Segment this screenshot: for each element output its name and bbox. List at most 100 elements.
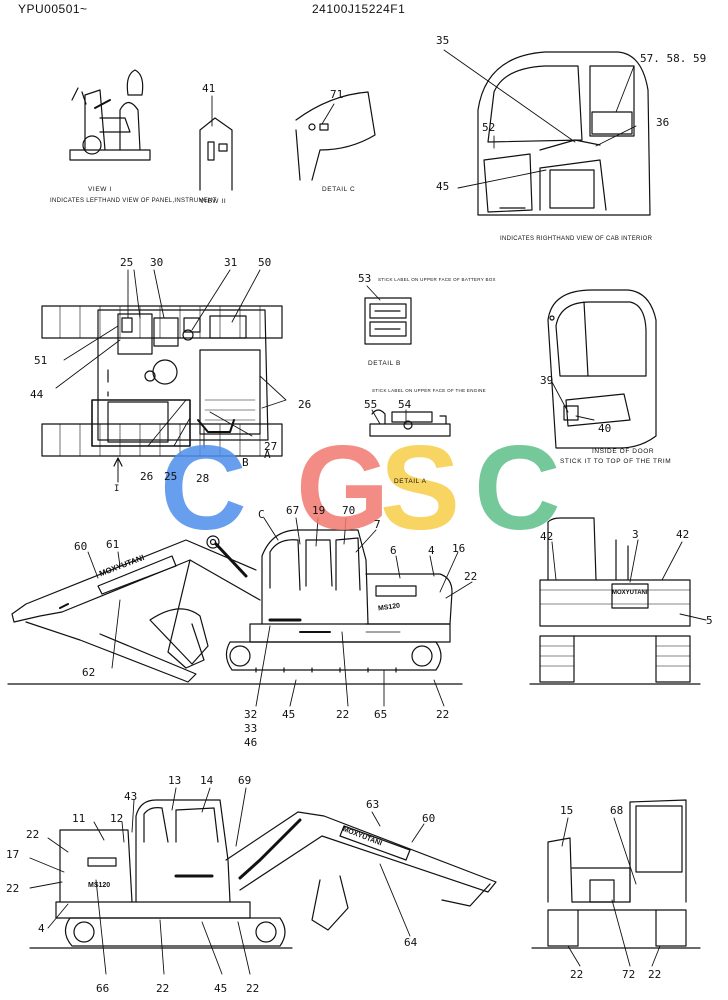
caption-cab-interior: INDICATES RIGHTHAND VIEW OF CAB INTERIOR <box>500 236 653 242</box>
callout-42: 42 <box>540 530 554 543</box>
view-two-drawing <box>199 117 233 191</box>
callout-64: 64 <box>404 936 418 949</box>
callout-6: 6 <box>390 544 397 557</box>
callout-14: 14 <box>200 774 214 787</box>
caption-detail-b: DETAIL B <box>368 360 401 367</box>
callout-43: 43 <box>124 790 138 803</box>
callout-22: 22 <box>26 828 40 841</box>
left-side-excavator-drawing <box>7 529 463 685</box>
callout-32: 32 <box>244 708 258 721</box>
callout-22: 22 <box>6 882 20 895</box>
callout-27: 27 <box>264 440 278 453</box>
callout-45: 45 <box>214 982 228 995</box>
callout-26: 26 <box>298 398 312 411</box>
callout-36: 36 <box>656 116 670 129</box>
detail-a-drawing <box>369 409 451 437</box>
callout-60: 60 <box>422 812 436 825</box>
callout-71: 71 <box>330 88 344 101</box>
callout-52: 52 <box>482 121 496 134</box>
callout-28: 28 <box>196 472 210 485</box>
callout-4: 4 <box>38 922 45 935</box>
caption-view1: VIEW I <box>88 186 112 193</box>
caption-detail-a-note: STICK LABEL ON UPPER FACE OF THE ENGINE <box>372 388 486 393</box>
callout-45: 45 <box>282 708 296 721</box>
callout-65: 65 <box>374 708 388 721</box>
watermark-letter-c1: C <box>160 421 247 555</box>
caption-door-line2: STICK IT TO TOP OF THE TRIM <box>560 458 672 465</box>
callout-50: 50 <box>258 256 272 269</box>
caption-detail-a: DETAIL A <box>394 478 427 485</box>
callout-51: 51 <box>34 354 48 367</box>
cab-interior-drawing <box>477 51 651 216</box>
front-view-drawing <box>531 799 701 949</box>
caption-view1-sub: INDICATES LEFTHAND VIEW OF PANEL,INSTRUM… <box>50 198 217 204</box>
rear-view-drawing <box>529 517 701 685</box>
callout-69: 69 <box>238 774 252 787</box>
leader-lines <box>29 49 707 975</box>
callout-62: 62 <box>82 666 96 679</box>
callout-16: 16 <box>452 542 466 555</box>
callout-25: 25 <box>120 256 134 269</box>
callout-C: C <box>258 508 265 521</box>
watermark-letter-c2: C <box>474 421 561 555</box>
callout-17: 17 <box>6 848 20 861</box>
callout-B: B <box>242 456 249 469</box>
watermark-letter-s: S <box>380 421 461 555</box>
right-side-excavator-drawing <box>29 799 497 949</box>
caption-detail-c: DETAIL C <box>322 186 356 193</box>
callout-57-58-59: 57. 58. 59 <box>640 52 707 65</box>
callout-31: 31 <box>224 256 238 269</box>
callout-33: 33 <box>244 722 258 735</box>
callout-A: A <box>264 448 271 461</box>
callout-35: 35 <box>436 34 450 47</box>
callout-11: 11 <box>72 812 86 825</box>
callout-19: 19 <box>312 504 326 517</box>
callout-70: 70 <box>342 504 356 517</box>
header-center-code: 24100J15224F1 <box>312 2 406 16</box>
callout-30: 30 <box>150 256 164 269</box>
caption-view2: VIEW II <box>200 198 227 205</box>
right-model-label: MS120 <box>88 882 111 889</box>
callout-53: 53 <box>358 272 372 285</box>
caption-detail-b-note: STICK LABEL ON UPPER FACE OF BATTERY BOX <box>378 277 496 282</box>
callout-67: 67 <box>286 504 300 517</box>
callout-13: 13 <box>168 774 182 787</box>
callout-39: 39 <box>540 374 554 387</box>
callout-3: 3 <box>632 528 639 541</box>
callout-26: 26 <box>140 470 154 483</box>
callout-12: 12 <box>110 812 124 825</box>
callout-66: 66 <box>96 982 110 995</box>
callout-40: 40 <box>598 422 612 435</box>
detail-c-drawing <box>295 91 376 181</box>
header-left-code: YPU00501~ <box>18 2 88 16</box>
callout-46: 46 <box>244 736 258 749</box>
watermark-letter-g: G <box>296 421 390 555</box>
callout-72: 72 <box>622 968 636 981</box>
detail-b-drawing <box>364 297 412 345</box>
callout-7: 7 <box>374 518 381 531</box>
callout-22: 22 <box>570 968 584 981</box>
caption-door-line1: INSIDE OF DOOR <box>592 448 655 455</box>
callout-68: 68 <box>610 804 624 817</box>
callout-45: 45 <box>436 180 450 193</box>
callout-54: 54 <box>398 398 412 411</box>
callout-60: 60 <box>74 540 88 553</box>
callout-61: 61 <box>106 538 120 551</box>
seat-view-drawing <box>69 69 151 161</box>
callout-22: 22 <box>156 982 170 995</box>
rear-brand-label: MOXYUTANI <box>612 590 648 596</box>
callout-22: 22 <box>246 982 260 995</box>
view-marker: I <box>114 484 120 494</box>
callout-42: 42 <box>676 528 690 541</box>
callout-22: 22 <box>648 968 662 981</box>
callout-4: 4 <box>428 544 435 557</box>
callout-55: 55 <box>364 398 378 411</box>
callout-15: 15 <box>560 804 574 817</box>
callout-44: 44 <box>30 388 44 401</box>
callout-41: 41 <box>202 82 216 95</box>
callout-22: 22 <box>464 570 478 583</box>
callout-25: 25 <box>164 470 178 483</box>
callout-5: 5 <box>706 614 713 627</box>
